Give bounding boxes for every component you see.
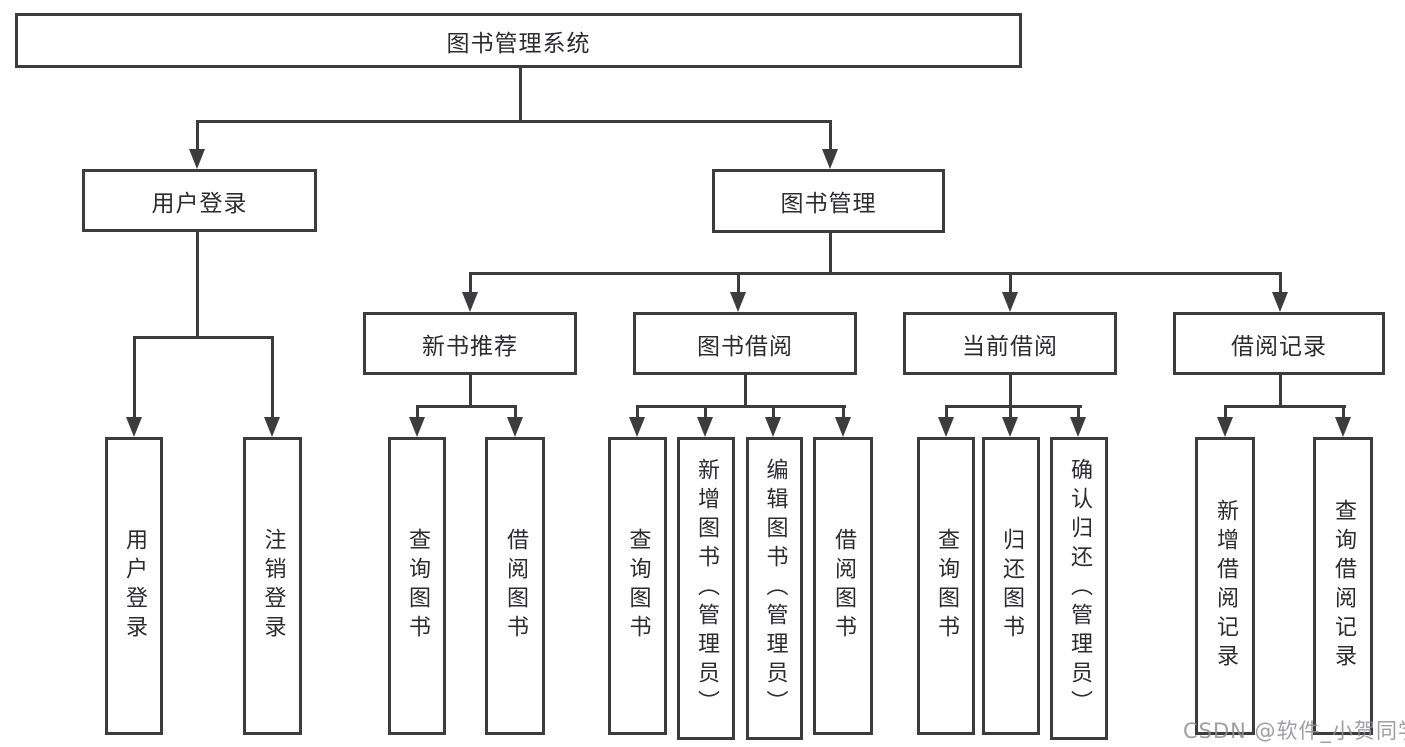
connector-line	[416, 405, 517, 408]
connector-line	[469, 375, 472, 408]
connector-line	[196, 232, 199, 336]
leaf-borrow-borrow-book-label: 借阅图书	[831, 528, 856, 644]
node-book-management: 图书管理	[712, 169, 945, 233]
connector-line	[196, 120, 199, 152]
connector-line	[469, 272, 472, 294]
arrow-down-icon	[409, 417, 425, 437]
connector-line	[636, 405, 639, 419]
arrow-down-icon	[462, 292, 478, 312]
connector-line	[271, 336, 274, 417]
arrow-down-icon	[1272, 292, 1288, 312]
leaf-recommend-borrow-book: 借阅图书	[485, 437, 545, 735]
connector-line	[842, 405, 845, 419]
node-book-borrow-label: 图书借阅	[697, 333, 793, 360]
connector-line	[945, 405, 948, 419]
connector-line	[514, 405, 517, 419]
leaf-records-add-record: 新增借阅记录	[1195, 437, 1255, 735]
leaf-current-confirm-return: 确认归还（管理员）	[1050, 437, 1108, 740]
connector-line	[829, 233, 832, 274]
arrow-down-icon	[822, 149, 838, 169]
node-book-management-label: 图书管理	[780, 191, 877, 217]
leaf-records-query-record-label: 查询借阅记录	[1331, 499, 1356, 673]
connector-line	[416, 405, 419, 419]
arrow-down-icon	[697, 417, 713, 437]
connector-line	[1342, 405, 1345, 419]
leaf-recommend-query-book-label: 查询图书	[405, 528, 430, 644]
connector-line	[772, 405, 775, 419]
arrow-down-icon	[629, 417, 645, 437]
leaf-recommend-query-book: 查询图书	[388, 437, 446, 735]
arrow-down-icon	[1002, 292, 1018, 312]
connector-line	[737, 272, 740, 294]
connector-line	[636, 405, 846, 408]
arrow-down-icon	[1002, 417, 1018, 437]
connector-line	[469, 272, 1282, 275]
leaf-borrow-edit-book-label: 编辑图书（管理员）	[762, 458, 788, 719]
arrow-down-icon	[730, 292, 746, 312]
arrow-down-icon	[126, 417, 142, 437]
connector-line	[704, 405, 707, 419]
node-book-borrow: 图书借阅	[633, 312, 857, 375]
connector-line	[1224, 405, 1227, 419]
leaf-borrow-query-book-label: 查询图书	[625, 528, 651, 644]
node-borrow-records-label: 借阅记录	[1231, 333, 1327, 360]
node-root-label: 图书管理系统	[446, 30, 591, 57]
connector-line	[133, 336, 274, 339]
connector-line	[1009, 405, 1012, 419]
arrow-down-icon	[765, 417, 781, 437]
node-current-borrow: 当前借阅	[903, 312, 1117, 375]
node-current-borrow-label: 当前借阅	[962, 333, 1058, 360]
connector-line	[1279, 375, 1282, 407]
arrow-down-icon	[938, 417, 954, 437]
leaf-records-add-record-label: 新增借阅记录	[1213, 499, 1238, 673]
connector-line	[1279, 272, 1282, 294]
connector-line	[744, 375, 747, 407]
arrow-down-icon	[264, 417, 280, 437]
connector-line	[1009, 272, 1012, 294]
leaf-borrow-borrow-book: 借阅图书	[813, 437, 873, 735]
leaf-records-query-record: 查询借阅记录	[1313, 437, 1373, 735]
leaf-current-return-book-label: 归还图书	[999, 528, 1024, 644]
leaf-user-login: 用户登录	[105, 437, 163, 735]
watermark: CSDN @软件_小贺同学	[1183, 719, 1405, 743]
arrow-down-icon	[1335, 417, 1351, 437]
leaf-user-login-label: 用户登录	[122, 528, 147, 644]
leaf-recommend-borrow-book-label: 借阅图书	[503, 528, 528, 644]
connector-line	[1077, 405, 1080, 419]
node-root: 图书管理系统	[15, 13, 1022, 68]
arrow-down-icon	[1217, 417, 1233, 437]
node-borrow-records: 借阅记录	[1173, 312, 1385, 375]
connector-line	[829, 120, 832, 152]
leaf-borrow-add-book-label: 新增图书（管理员）	[694, 458, 719, 719]
leaf-logout: 注销登录	[243, 437, 302, 735]
node-user-login-label: 用户登录	[151, 190, 248, 217]
leaf-borrow-query-book: 查询图书	[608, 437, 667, 735]
node-new-book-recommend: 新书推荐	[363, 312, 577, 375]
leaf-current-query-book-label: 查询图书	[934, 528, 959, 644]
leaf-logout-label: 注销登录	[260, 528, 286, 644]
leaf-current-query-book: 查询图书	[917, 437, 975, 735]
connector-line	[196, 120, 832, 123]
connector-line	[1009, 375, 1012, 407]
leaf-current-confirm-return-label: 确认归还（管理员）	[1067, 458, 1092, 719]
arrow-down-icon	[189, 149, 205, 169]
node-user-login: 用户登录	[82, 169, 317, 232]
leaf-borrow-add-book: 新增图书（管理员）	[677, 437, 735, 740]
connector-line	[519, 68, 522, 122]
leaf-borrow-edit-book: 编辑图书（管理员）	[746, 437, 803, 740]
node-new-book-recommend-label: 新书推荐	[422, 333, 518, 360]
connector-line	[945, 405, 1082, 408]
arrow-down-icon	[835, 417, 851, 437]
leaf-current-return-book: 归还图书	[982, 437, 1040, 735]
connector-line	[1224, 405, 1346, 408]
connector-line	[133, 336, 136, 417]
arrow-down-icon	[507, 417, 523, 437]
arrow-down-icon	[1070, 417, 1086, 437]
